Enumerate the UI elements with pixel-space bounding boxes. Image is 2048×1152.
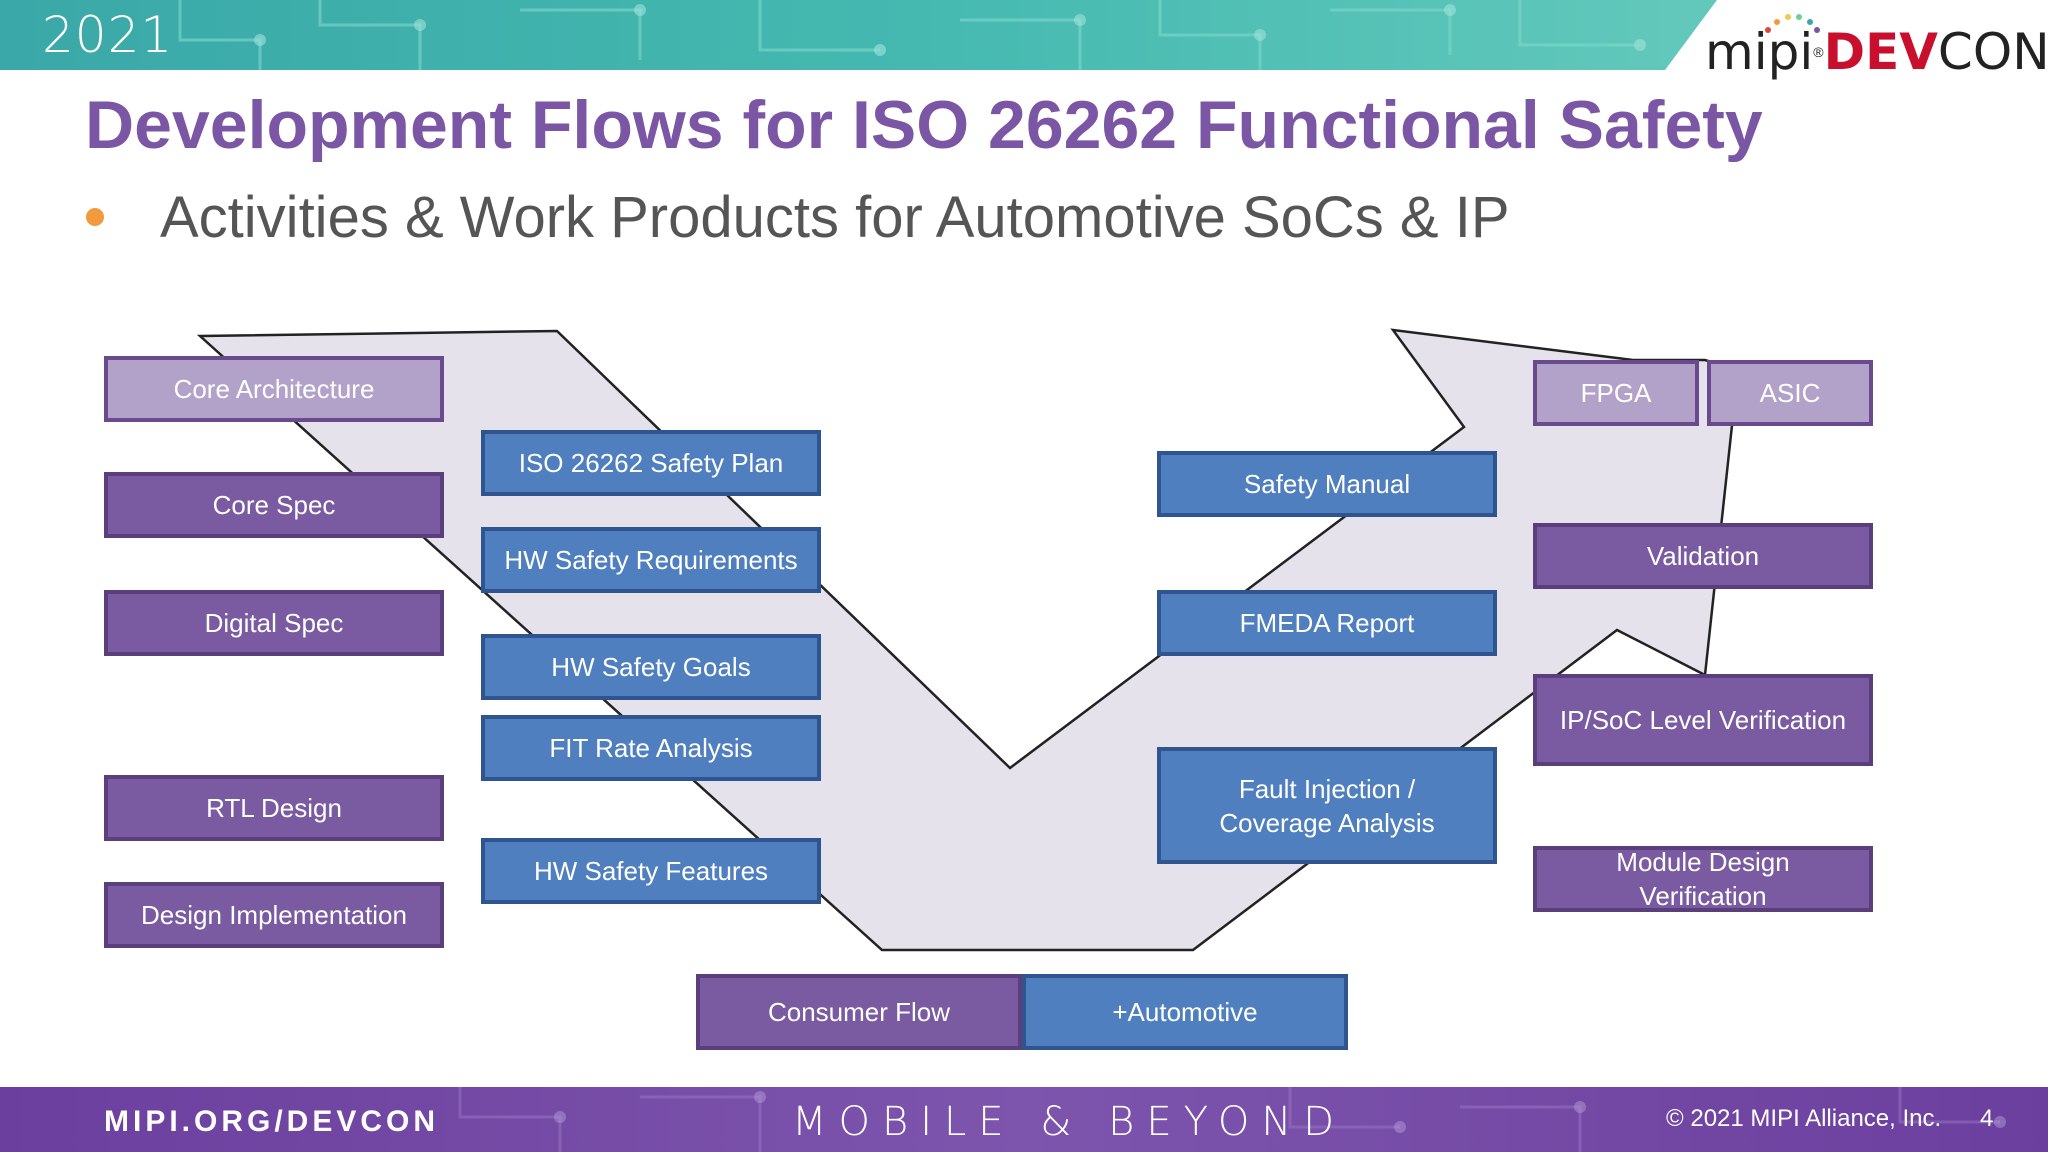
year-label: 2021 xyxy=(42,6,174,64)
slide-subtitle: Activities & Work Products for Automotiv… xyxy=(160,185,1510,250)
logo-area xyxy=(1665,0,2048,70)
safety-manual-box: Safety Manual xyxy=(1157,451,1497,517)
slide-title: Development Flows for ISO 26262 Function… xyxy=(85,87,1763,163)
ip-soc-verification-box: IP/SoC Level Verification xyxy=(1533,674,1873,766)
core-spec-box: Core Spec xyxy=(104,472,444,538)
legend-consumer-flow: Consumer Flow xyxy=(696,974,1022,1050)
hw-safety-goals-box: HW Safety Goals xyxy=(481,634,821,700)
iso-safety-plan-box: ISO 26262 Safety Plan xyxy=(481,430,821,496)
page-number: 4 xyxy=(1980,1105,1994,1132)
design-implementation-box: Design Implementation xyxy=(104,882,444,948)
footer-copyright: © 2021 MIPI Alliance, Inc. xyxy=(1666,1105,1942,1132)
validation-box: Validation xyxy=(1533,523,1873,589)
fault-injection-box: Fault Injection / Coverage Analysis xyxy=(1157,747,1497,864)
footer-url: MIPI.ORG/DEVCON xyxy=(104,1105,440,1138)
footer-circuit-pattern xyxy=(458,1087,2006,1152)
hw-safety-requirements-box: HW Safety Requirements xyxy=(481,527,821,593)
bullet-icon xyxy=(86,208,104,226)
module-verification-box: Module Design Verification xyxy=(1533,846,1873,912)
rtl-design-box: RTL Design xyxy=(104,775,444,841)
core-architecture-box: Core Architecture xyxy=(104,356,444,422)
mipi-devcon-logo: mipi®DEVCON xyxy=(1705,23,2048,81)
fpga-box: FPGA xyxy=(1533,360,1699,426)
footer-tagline: MOBILE & BEYOND xyxy=(792,1099,1347,1145)
fit-rate-analysis-box: FIT Rate Analysis xyxy=(481,715,821,781)
asic-box: ASIC xyxy=(1707,360,1873,426)
footer-band: MIPI.ORG/DEVCON MOBILE & BEYOND © 2021 M… xyxy=(0,1087,2048,1152)
digital-spec-box: Digital Spec xyxy=(104,590,444,656)
fmeda-report-box: FMEDA Report xyxy=(1157,590,1497,656)
legend-automotive: +Automotive xyxy=(1022,974,1348,1050)
logo-dots-icon xyxy=(1765,14,1820,33)
hw-safety-features-box: HW Safety Features xyxy=(481,838,821,904)
circuit-pattern xyxy=(178,0,1646,70)
